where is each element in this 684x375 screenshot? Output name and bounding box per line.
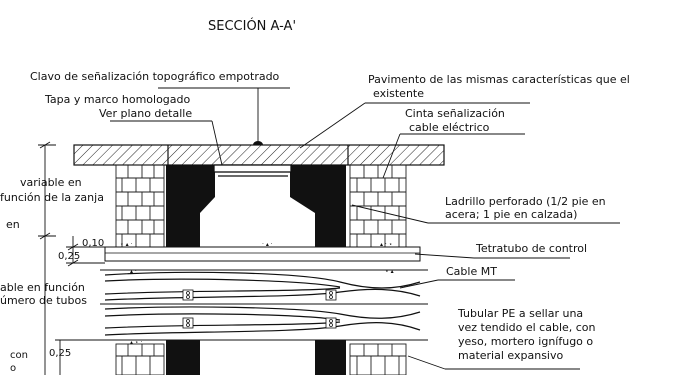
dimension-lines	[38, 141, 105, 375]
label-tubular-4: material expansivo	[458, 349, 563, 362]
label-clavo: Clavo de señalización topográfico empotr…	[30, 70, 280, 83]
chamber-base-left	[166, 340, 200, 375]
label-cable-mt: Cable MT	[446, 265, 497, 278]
dim-0-25-upper: 0,25	[58, 251, 80, 262]
label-tetratubo: Tetratubo de control	[475, 242, 587, 255]
label-tubular-2: vez tendido el cable, con	[458, 321, 596, 334]
drawing-title: SECCIÓN A-A'	[208, 18, 296, 34]
label-tubos-1: able en función	[0, 281, 85, 294]
label-tubos-2: úmero de tubos	[0, 294, 87, 307]
dim-0-25-lower: 0,25	[49, 348, 71, 359]
label-ladrillo-1: Ladrillo perforado (1/2 pie en	[445, 195, 606, 208]
label-tapa-1: Tapa y marco homologado	[44, 93, 191, 106]
leader-lines	[110, 87, 620, 370]
sealed-passage-right	[325, 289, 337, 329]
label-cinta-2: cable eléctrico	[409, 121, 490, 134]
brick-wall-right	[349, 164, 407, 248]
label-tapa-2: Ver plano detalle	[99, 107, 192, 120]
label-en: en	[6, 218, 20, 231]
label-pavimento-2: existente	[373, 87, 424, 100]
chamber-wall-left	[166, 165, 215, 247]
chamber-wall-right	[290, 165, 346, 247]
label-variable-2: función de la zanja	[0, 191, 104, 204]
pavement-slab	[73, 144, 445, 166]
brick-wall-left	[115, 164, 165, 248]
label-ladrillo-2: acera; 1 pie en calzada)	[445, 208, 577, 221]
svg-text:· ▴ ·: · ▴ ·	[262, 241, 273, 248]
label-variable-1: variable en	[20, 176, 82, 189]
manhole-cover	[213, 164, 292, 173]
svg-text:▴ ·: ▴ ·	[130, 268, 137, 275]
label-tubular-1: Tubular PE a sellar una	[457, 307, 583, 320]
sealed-passage-left	[182, 289, 194, 329]
mortar-dots-lower: ▴ ⋆ ·	[130, 339, 143, 346]
label-o: o	[10, 363, 16, 374]
brick-base-left	[115, 343, 165, 375]
chamber-base-right	[315, 340, 346, 375]
svg-text:⋆ ▴: ⋆ ▴	[385, 268, 394, 275]
label-con: con	[10, 350, 28, 361]
conduit-tubes	[104, 271, 421, 336]
dim-0-10: 0,10	[82, 238, 104, 249]
label-cinta-1: Cinta señalización	[405, 107, 505, 120]
label-pavimento-1: Pavimento de las mismas características …	[368, 73, 630, 86]
brick-base-right	[349, 343, 407, 375]
svg-text:⋆ ▴ ·: ⋆ ▴ ·	[120, 241, 133, 248]
concrete-layer-upper: ⋆ ▴ · · ▴ · ▴ · ⋆ ▴ · ⋆ ▴	[104, 241, 421, 275]
survey-nail	[253, 141, 263, 145]
svg-text:▴ · ⋆: ▴ · ⋆	[380, 241, 393, 248]
label-tubular-3: yeso, mortero ignífugo o	[458, 335, 593, 348]
